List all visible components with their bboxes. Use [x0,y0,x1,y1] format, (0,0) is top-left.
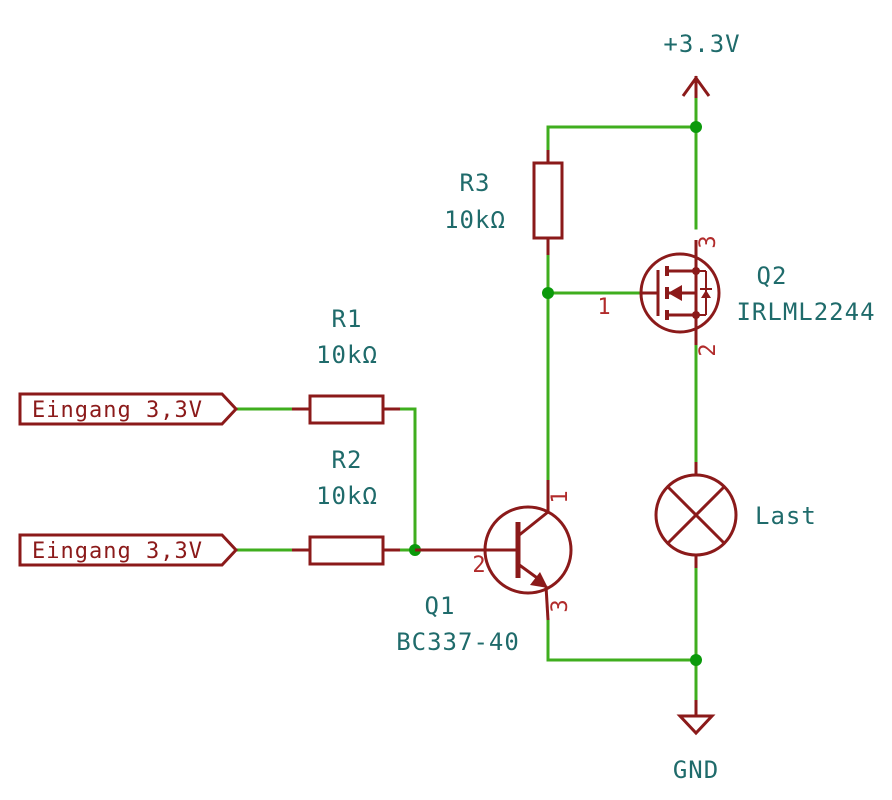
channel-arrow-icon [668,285,682,301]
component-value: BC337-40 [396,628,520,656]
resistor-body-icon [532,161,564,240]
body-diode-icon [701,290,711,298]
ground-icon [676,714,716,736]
pin-number: 3 [696,235,721,248]
supply-label: +3.3V [663,30,740,58]
pin-number: 2 [696,343,721,356]
transistor-q1: 1 2 3 Q1 BC337-40 [396,480,573,656]
pin-number: 1 [597,295,610,320]
input-port-label: Eingang 3,3V [32,539,203,564]
component-ref: R1 [332,305,363,333]
component-ref: R2 [332,446,363,474]
up-arrow-icon [681,75,711,97]
load-lamp: Last [654,462,817,568]
port-flag-icon [18,392,239,426]
resistor-r1: R1 10kΩ [292,305,400,425]
component-ref: Q1 [425,592,456,620]
ground-symbol: GND [673,700,719,784]
input-port-2: Eingang 3,3V [18,533,239,567]
component-value: IRLML2244 [736,298,875,326]
port-flag-icon [18,533,239,567]
load-label: Last [755,502,817,530]
resistor-r3: R3 10kΩ [444,150,564,255]
pin-number: 3 [548,599,573,612]
input-port-1: Eingang 3,3V [18,392,239,426]
ground-label: GND [673,756,719,784]
junction-dot [690,121,702,133]
transistor-body-icon [639,252,721,334]
pin-number: 2 [472,553,485,578]
component-ref: R3 [460,169,491,197]
junction-dot [690,654,702,666]
resistor-body-icon [308,535,385,566]
input-port-label: Eingang 3,3V [32,398,203,423]
pin-number: 1 [548,490,573,503]
component-value: 10kΩ [316,482,378,510]
junction-dot [542,287,554,299]
resistor-body-icon [308,394,385,425]
supply-symbol: +3.3V [663,30,740,98]
component-value: 10kΩ [316,341,378,369]
resistor-r2: R2 10kΩ [292,446,400,566]
transistor-q2: 1 2 3 Q2 IRLML2244 [597,235,875,356]
component-value: 10kΩ [444,206,506,234]
emitter-arrow-icon [530,572,548,588]
component-ref: Q2 [757,262,788,290]
